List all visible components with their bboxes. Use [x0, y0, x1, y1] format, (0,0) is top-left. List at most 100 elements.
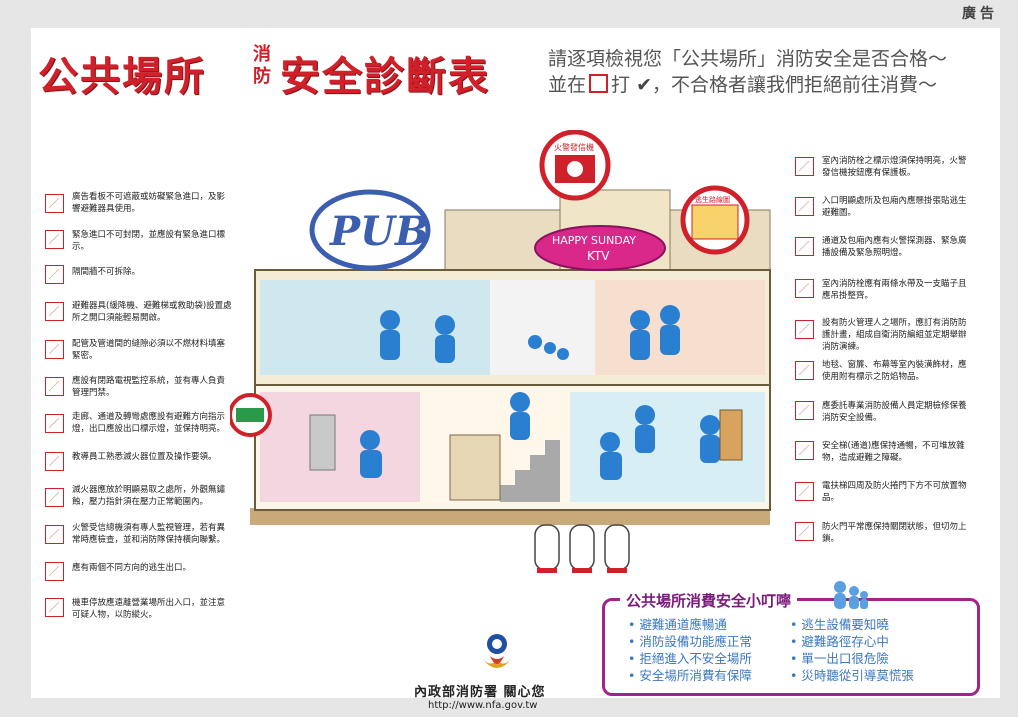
right-item-3: 通道及包廂內應有火警探測器、緊急廣播設備及緊急照明燈。 — [822, 236, 967, 258]
checkbox-right-10[interactable] — [795, 522, 814, 541]
checkbox-left-3[interactable] — [45, 265, 64, 284]
room-pub — [260, 280, 490, 375]
tip-left-1: •避難通道應暢通 — [628, 617, 727, 632]
left-item-1: 廣告看板不可遮蔽或妨礙緊急進口，及影響避難器具使用。 — [72, 192, 226, 214]
tip-left-4-text: 安全場所消費有保障 — [639, 668, 752, 683]
staircase — [500, 440, 560, 502]
website-url[interactable]: http://www.nfa.gov.tw — [428, 700, 538, 711]
alarm-button-icon — [567, 161, 583, 177]
left-item-5: 配管及管道間的縫隙必須以不燃材料填塞緊密。 — [72, 339, 226, 361]
left-item-10: 火警受信總機須有專人監視管理，若有異常時應檢查，並和消防隊保持橫向聯繫。 — [72, 523, 226, 545]
checkbox-right-5[interactable] — [795, 320, 814, 339]
tip-right-3-text: 單一出口很危險 — [801, 651, 889, 666]
checkbox-left-1[interactable] — [45, 194, 64, 213]
ktv-sign-line2: KTV — [587, 249, 610, 263]
tip-right-1: •逃生設備要知曉 — [790, 617, 889, 632]
fire-alarm-label: 火警發信機 — [554, 142, 594, 152]
fire-agency-emblem-icon — [482, 634, 512, 668]
checkbox-left-5[interactable] — [45, 340, 64, 359]
right-item-6: 地毯、窗簾、布幕等室內裝潢飾材，應使用附有標示之防焰物品。 — [822, 360, 967, 382]
checkbox-left-6[interactable] — [45, 377, 64, 396]
room-ktv — [595, 280, 765, 375]
tips-title: 公共場所消費安全小叮嚀 — [620, 590, 798, 611]
checkbox-left-10[interactable] — [45, 525, 64, 544]
title-sub: 安全診斷表 — [280, 54, 490, 100]
tip-right-4: •災時聽從引導莫慌張 — [790, 668, 914, 683]
checkbox-right-1[interactable] — [795, 157, 814, 176]
checkbox-left-7[interactable] — [45, 414, 64, 433]
building-illustration: PUB HAPPY SUNDAY KTV 火警發信機 逃生路線圖 — [230, 130, 771, 573]
fire-door — [719, 409, 743, 461]
scooters-group — [534, 524, 630, 571]
left-item-2: 緊急進口不可封閉，並應設有緊急進口標示。 — [72, 230, 226, 252]
agency-name: 內政部消防署 關心您 — [414, 685, 546, 700]
tip-left-1-text: 避難通道應暢通 — [639, 617, 727, 632]
checkbox-right-8[interactable] — [795, 441, 814, 460]
tip-right-2: •避難路徑存心中 — [790, 634, 889, 649]
pub-sign — [309, 189, 431, 271]
left-item-4: 避難器具(緩降機、避難梯或救助袋)設置處所之開口須能輕易開啟。 — [72, 301, 232, 323]
tips-right-column: •逃生設備要知曉 •避難路徑存心中 •單一出口很危險 •災時聽從引導莫慌張 — [790, 616, 914, 684]
elevator-door — [309, 414, 336, 471]
tip-left-3: •拒絕進入不安全場所 — [628, 651, 752, 666]
subtitle-line1: 請逐項檢視您「公共場所」消防安全是否合格～ — [548, 48, 948, 70]
checkbox-right-2[interactable] — [795, 197, 814, 216]
ktv-sign-line1: HAPPY SUNDAY — [552, 234, 636, 247]
left-item-3: 隔間牆不可拆除。 — [72, 267, 141, 277]
family-icon — [834, 581, 868, 609]
room-stairs — [490, 280, 595, 375]
ktv-sign — [534, 225, 666, 271]
checkbox-left-2[interactable] — [45, 230, 64, 249]
checkbox-left-4[interactable] — [45, 302, 64, 321]
checkbox-right-3[interactable] — [795, 237, 814, 256]
tip-right-2-text: 避難路徑存心中 — [801, 634, 889, 649]
left-item-6: 應設有閉路電視監控系統，並有專人負責管理門禁。 — [72, 376, 226, 398]
tip-left-2: •消防設備功能應正常 — [628, 634, 752, 649]
right-item-9: 電扶梯四周及防火捲門下方不可放置物品。 — [822, 481, 967, 503]
tips-left-column: •避難通道應暢通 •消防設備功能應正常 •拒絕進入不安全場所 •安全場所消費有保… — [628, 616, 752, 684]
right-item-5: 設有防火管理人之場所，應訂有消防防護計畫，組成自衛消防編組並定期舉辦消防演練。 — [822, 318, 967, 352]
tip-right-3: •單一出口很危險 — [790, 651, 889, 666]
right-item-4: 室內消防栓應有兩條水帶及一支瞄子且應吊掛整齊。 — [822, 279, 967, 301]
checkbox-icon — [589, 74, 609, 93]
ad-label: 廣告 — [962, 6, 998, 22]
checkbox-left-11[interactable] — [45, 562, 64, 581]
left-item-11: 應有兩個不同方向的逃生出口。 — [72, 563, 192, 573]
pub-sign-text: PUB — [329, 208, 429, 255]
subtitle-line2-b: 打 — [611, 74, 631, 96]
title-small: 消防 — [253, 44, 271, 87]
subtitle-line2: 並在 打 ✔，不合格者讓我們拒絕前往消費～ — [548, 72, 947, 98]
tip-right-1-text: 逃生設備要知曉 — [801, 617, 889, 632]
checkbox-left-8[interactable] — [45, 452, 64, 471]
cabinet — [449, 434, 501, 501]
right-item-2: 入口明顯處所及包廂內應懸掛張貼逃生避難圖。 — [822, 196, 967, 218]
right-item-7: 應委託專業消防設備人員定期檢修保養消防安全設備。 — [822, 401, 967, 423]
tip-left-3-text: 拒絕進入不安全場所 — [639, 651, 752, 666]
subtitle-line2-a: 並在 — [548, 74, 587, 96]
tips-box — [602, 598, 980, 696]
subtitle-line2-c: ，不合格者讓我們拒絕前往消費～ — [652, 74, 938, 96]
checkbox-left-12[interactable] — [45, 598, 64, 617]
ground — [250, 508, 770, 525]
right-item-8: 安全梯(通道)應保持通暢，不可堆放雜物，造成避難之障礙。 — [822, 441, 965, 463]
subtitle: 請逐項檢視您「公共場所」消防安全是否合格～ 並在 打 ✔，不合格者讓我們拒絕前往消… — [548, 46, 947, 98]
room-lobby — [260, 392, 420, 502]
tip-right-4-text: 災時聽從引導莫慌張 — [801, 668, 914, 683]
left-item-12: 機車停放應遠離營業場所出入口，並注意可疑人物，以防縱火。 — [72, 598, 226, 620]
left-item-9: 滅火器應放於明顯易取之處所，外觀無鏽蝕，壓力指針須在壓力正常範圍內。 — [72, 485, 226, 507]
tip-left-2-text: 消防設備功能應正常 — [639, 634, 752, 649]
checkbox-right-7[interactable] — [795, 401, 814, 420]
title-main: 公共場所 — [38, 54, 206, 100]
tip-left-4: •安全場所消費有保障 — [628, 668, 752, 683]
checkmark-icon: ✔ — [636, 74, 652, 96]
checkbox-right-9[interactable] — [795, 482, 814, 501]
right-item-1: 室內消防栓之標示燈須保持明亮，火警發信機按鈕應有保護板。 — [822, 156, 967, 178]
checkbox-left-9[interactable] — [45, 488, 64, 507]
checkbox-right-6[interactable] — [795, 361, 814, 380]
left-item-7: 走廊、通道及轉彎處應設有避難方向指示燈，出口應設出口標示燈，並保持明亮。 — [72, 412, 226, 434]
left-item-8: 教導員工熟悉滅火器位置及操作要領。 — [72, 452, 217, 462]
exit-map-label: 逃生路線圖 — [695, 195, 730, 204]
right-item-10: 防火門平常應保持關閉狀態，但切勿上鎖。 — [822, 522, 967, 544]
mascots-group — [360, 305, 720, 480]
checkbox-right-4[interactable] — [795, 279, 814, 298]
